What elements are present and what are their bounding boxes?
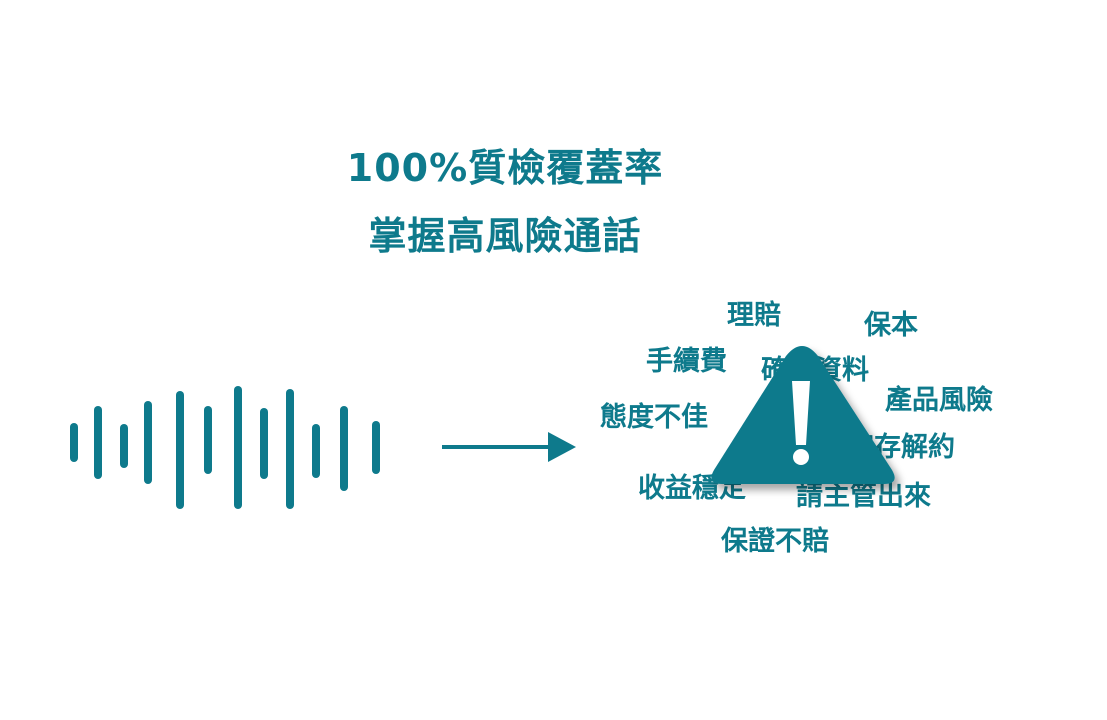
keyword-product-risk: 產品風險: [885, 385, 993, 416]
keyword-ask-manager: 請主管出來: [796, 481, 931, 512]
keyword-claim: 理賠: [727, 300, 781, 331]
keyword-principal: 保本: [864, 310, 918, 341]
keyword-fee: 手續費: [646, 346, 727, 377]
keyword-guaranteed: 保證不賠: [721, 526, 829, 557]
keyword-bad-attitude: 態度不佳: [600, 402, 708, 433]
headline-line-2: 掌握高風險通話: [368, 214, 642, 258]
headline-line-1: 100%質檢覆蓋率: [346, 146, 664, 190]
